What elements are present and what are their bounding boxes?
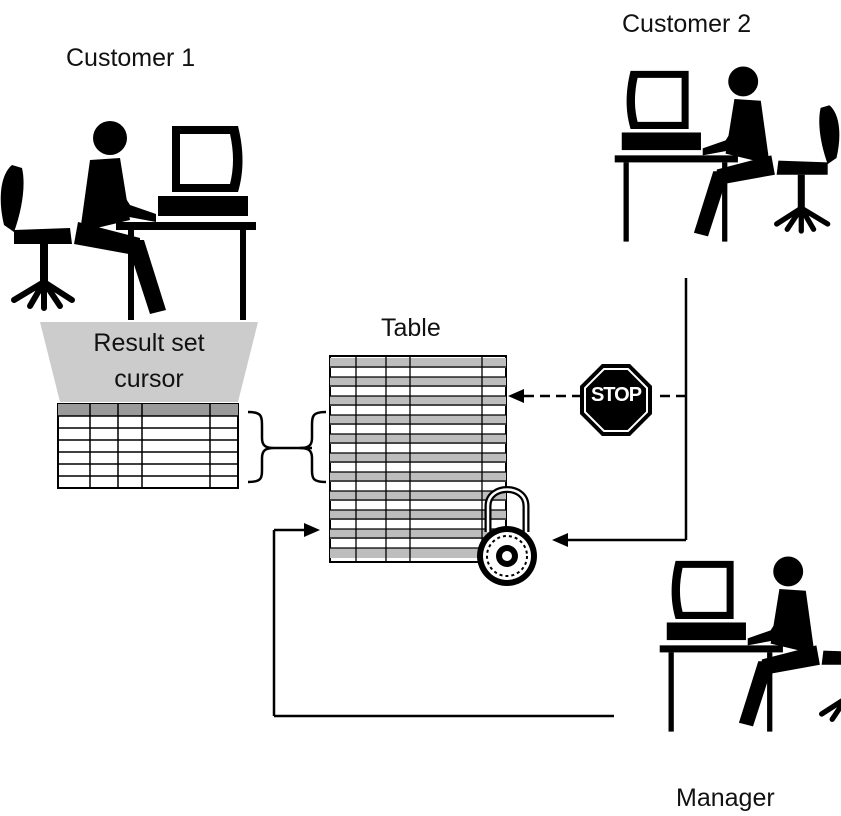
- arrowhead-manager: [304, 523, 320, 537]
- brace-connector: [247, 410, 327, 484]
- database-table-grid: [329, 355, 507, 563]
- stop-sign-icon: [580, 364, 652, 436]
- cursor-label-line1: Result set: [93, 329, 205, 357]
- manager-connector: [272, 528, 614, 718]
- table-label: Table: [381, 314, 441, 342]
- result-set-grid: [57, 403, 239, 489]
- padlock-icon: [477, 486, 537, 586]
- cursor-label-line2: cursor: [114, 365, 184, 393]
- customer2-connector: [522, 278, 688, 542]
- cursor-funnel: [40, 322, 258, 402]
- customer1-icon: [1, 121, 256, 320]
- customer2-label: Customer 2: [622, 10, 752, 38]
- manager-label: Manager: [676, 784, 775, 812]
- arrowhead-to-table: [552, 533, 568, 547]
- stop-sign-label: STOP: [590, 384, 642, 406]
- manager-icon: [660, 556, 841, 731]
- customer2-icon: [615, 66, 840, 241]
- customer1-label: Customer 1: [66, 44, 196, 72]
- arrowhead-blocked: [508, 389, 524, 403]
